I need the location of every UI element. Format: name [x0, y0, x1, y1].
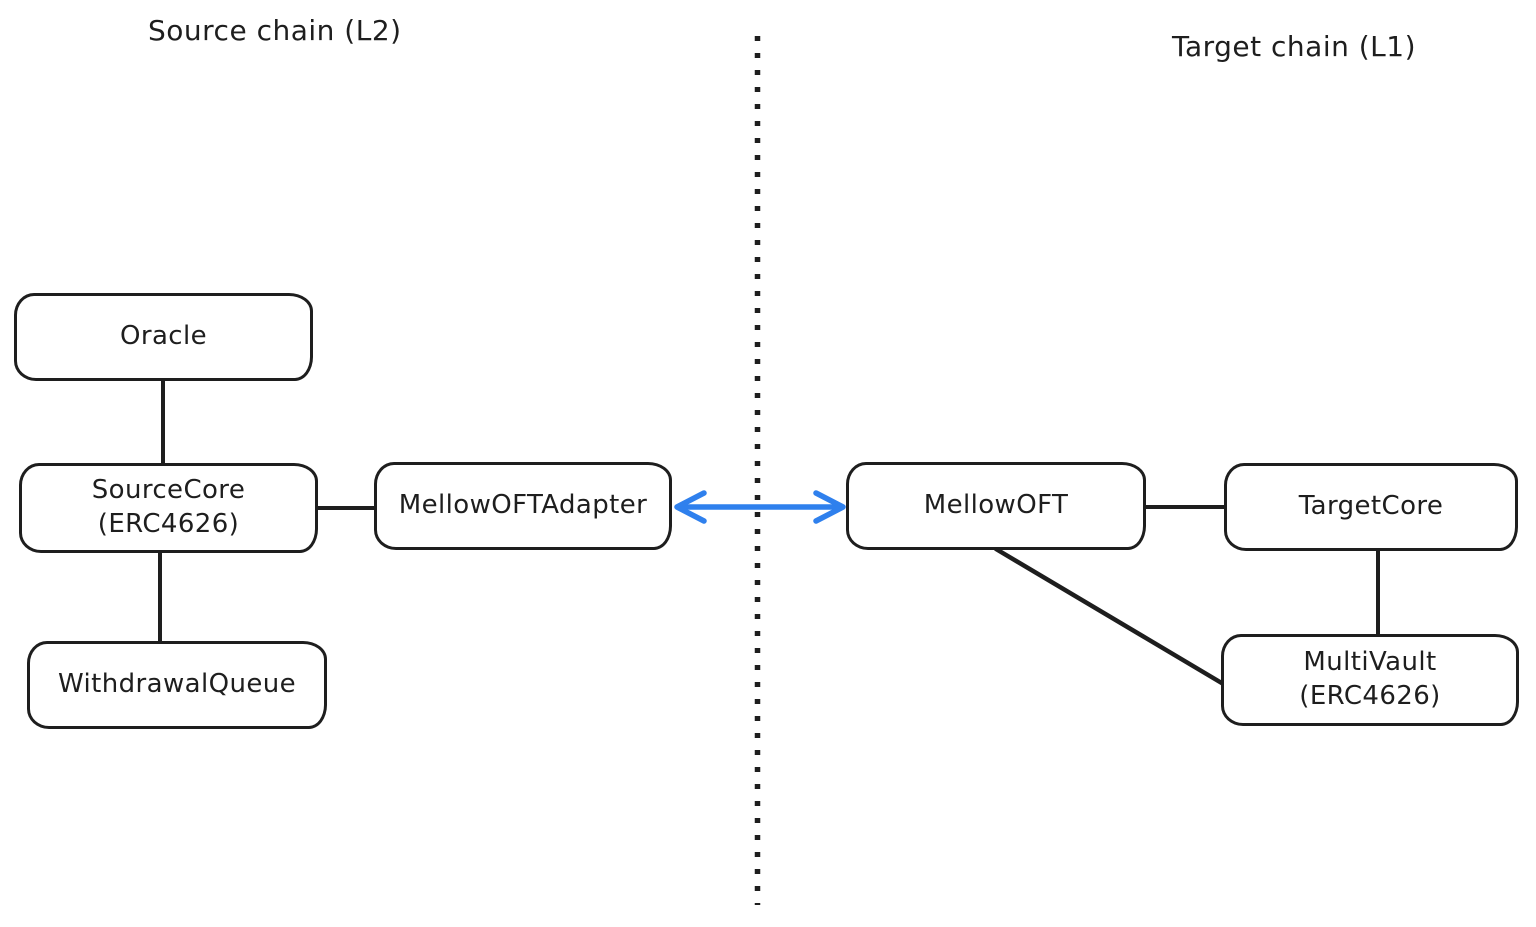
edge-mellowoft-multivault	[993, 546, 1228, 688]
node-withdrawal-queue: WithdrawalQueue	[27, 641, 327, 729]
bridge-arrowhead-right	[813, 490, 846, 524]
node-multi-vault-label: MultiVault (ERC4626)	[1299, 647, 1441, 711]
source-chain-title: Source chain (L2)	[148, 14, 402, 47]
bridge-arrowhead-left	[674, 490, 707, 524]
bridge-double-arrow	[674, 490, 846, 524]
node-source-core: SourceCore (ERC4626)	[19, 463, 318, 553]
node-oracle: Oracle	[14, 293, 313, 381]
node-mellow-oft-adapter-label: MellowOFTAdapter	[398, 490, 648, 521]
node-mellow-oft: MellowOFT	[846, 462, 1146, 550]
target-chain-title: Target chain (L1)	[1172, 30, 1417, 63]
node-withdrawal-queue-label: WithdrawalQueue	[58, 669, 296, 700]
node-target-core-label: TargetCore	[1298, 491, 1444, 522]
node-oracle-label: Oracle	[119, 321, 207, 352]
node-target-core: TargetCore	[1224, 463, 1518, 551]
node-mellow-oft-label: MellowOFT	[923, 490, 1069, 521]
node-mellow-oft-adapter: MellowOFTAdapter	[374, 462, 672, 550]
node-source-core-label: SourceCore (ERC4626)	[91, 475, 246, 539]
node-multi-vault: MultiVault (ERC4626)	[1221, 634, 1519, 726]
